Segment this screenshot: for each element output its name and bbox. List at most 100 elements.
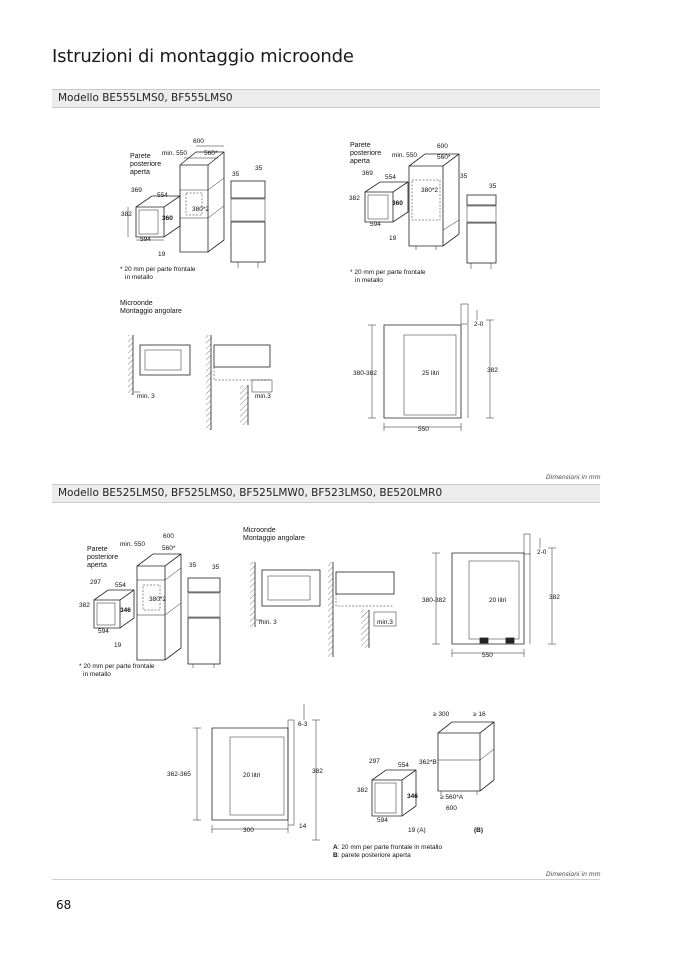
s2-corner-caption-2: Montaggio angolare [243, 535, 305, 542]
s1-side-vol: 25 litri [422, 370, 439, 377]
s2-legend-a-key: A [333, 844, 338, 851]
s1-side-h380: 380-382 [353, 370, 377, 377]
s1a-dim-19: 19 [158, 251, 166, 258]
s1b-dim-594: 594 [370, 221, 381, 228]
s2a-dim-600: 600 [163, 533, 174, 540]
s1a-parete-1: Parete [130, 153, 151, 160]
s2-cab-600: 600 [446, 805, 457, 812]
s2-corner-diagram: Microonde Montaggio angolare min. 3 min.… [243, 527, 397, 657]
s1a-dim-35b: 35 [255, 165, 263, 172]
s2-legend-b: B: parete posteriore aperta [333, 852, 411, 859]
s2-corner-min3a: min. 3 [259, 619, 277, 626]
s1b-note-1: * 20 mm per parte frontale [350, 269, 426, 276]
s2a-dim-382: 382 [79, 602, 90, 609]
s1-corner-caption-2: Montaggio angolare [120, 308, 182, 315]
section-heading-1: Modello BE555LMS0, BF555LMS0 [58, 92, 233, 104]
s1a-dim-35a: 35 [232, 171, 240, 178]
s2-side2-d63: 6-3 [298, 721, 308, 728]
s2-side2-vol: 20 litri [243, 772, 260, 779]
units-note-1: Dimensioni in mm [546, 474, 601, 481]
s2-cab-19: 19 (A) [408, 827, 426, 834]
s1-corner-diagram: Microonde Montaggio angolare min. 3 min.… [120, 300, 273, 430]
page-number: 68 [56, 898, 72, 912]
s2-side2-w300: 300 [243, 827, 254, 834]
s2a-parete-2: posteriore [87, 554, 118, 561]
s1b-dim-560: 560* [437, 154, 451, 161]
s1b-parete-2: posteriore [350, 150, 381, 157]
s1a-parete-3: aperta [130, 169, 150, 176]
s2-corner-min3b: min.3 [377, 619, 393, 626]
s2-cab-560: ≥ 560*A [440, 794, 464, 801]
s2a-dim-19: 19 [114, 642, 122, 649]
s1-side-d20: 2-0 [474, 321, 484, 328]
s2a-dim-346: 346 [120, 607, 131, 614]
s1a-dim-min550: min. 550 [162, 150, 187, 157]
s1-side-h382: 382 [487, 367, 498, 374]
s1-corner-min3a: min. 3 [137, 393, 155, 400]
s2-cab-554: 554 [398, 762, 409, 769]
section-header-2: Modello BE525LMS0, BF525LMS0, BF525LMW0,… [52, 484, 600, 503]
s1b-dim-380: 380*2 [421, 187, 438, 194]
s2-side2-d14: 14 [299, 823, 307, 830]
s2a-parete-1: Parete [87, 546, 108, 553]
s2a-dim-380: 380*2 [149, 596, 166, 603]
s2-cab-297: 297 [369, 758, 380, 765]
s1b-dim-600: 600 [437, 143, 448, 150]
s2a-note-1: * 20 mm per parte frontale [79, 663, 155, 670]
page-title: Istruzioni di montaggio microonde [52, 46, 354, 67]
s2-cabinet-diagram: ≥ 300 ≥ 16 297 554 362*B 382 346 ≥ 560*A… [333, 711, 495, 859]
s1-corner-min3b: min.3 [255, 393, 271, 400]
s1b-parete-1: Parete [350, 142, 371, 149]
s2-corner-caption-1: Microonde [243, 527, 276, 534]
s1-side-w550: 550 [418, 426, 429, 433]
s1b-note-2: in metallo [355, 277, 383, 284]
s2-side2-h362: 362-365 [167, 771, 191, 778]
s1b-dim-35a: 35 [460, 173, 468, 180]
s2a-dim-35b: 35 [212, 564, 220, 571]
s1a-dim-594: 594 [140, 236, 151, 243]
s2a-dim-35a: 35 [189, 562, 197, 569]
s2-cab-label-b: (B) [474, 827, 483, 834]
s1-install-diagram-b: Parete posteriore aperta 600 min. 550 56… [349, 142, 497, 284]
s2-legend-a: A: 20 mm per parte frontale in metallo [333, 844, 442, 851]
s2-cab-362: 362*B [419, 759, 437, 766]
s1b-dim-360: 360 [392, 200, 403, 207]
s1b-dim-35b: 35 [489, 183, 497, 190]
s1b-dim-369: 369 [362, 170, 373, 177]
s2-side-diagram: 2-0 380-382 20 litri 382 550 [422, 533, 560, 659]
s2-side-vol: 20 litri [489, 597, 506, 604]
s2-cab-ge16: ≥ 16 [473, 711, 486, 718]
s1a-dim-554: 554 [157, 192, 168, 199]
s1a-dim-382: 382 [121, 211, 132, 218]
s2-side2-diagram: 6-3 362-365 20 litri 382 300 14 [167, 704, 323, 841]
s1a-dim-360: 360 [162, 215, 173, 222]
s2a-dim-594: 594 [98, 628, 109, 635]
s2-side-w550: 550 [482, 652, 493, 659]
s2-side-d20: 2-0 [537, 549, 547, 556]
section-heading-2: Modello BE525LMS0, BF525LMS0, BF525LMW0,… [58, 487, 443, 499]
section-header-1: Modello BE555LMS0, BF555LMS0 [52, 89, 600, 108]
footer-rule [52, 879, 600, 880]
s2a-note-2: in metallo [83, 671, 111, 678]
units-note-2: Dimensioni in mm [546, 871, 601, 878]
s1b-dim-554: 554 [385, 174, 396, 181]
s2-legend-a-text: : 20 mm per parte frontale in metallo [338, 844, 443, 851]
s1b-dim-382: 382 [349, 195, 360, 202]
s1b-parete-3: aperta [350, 158, 370, 165]
s2a-dim-554: 554 [115, 582, 126, 589]
s1a-dim-380: 380*2 [192, 206, 209, 213]
s2a-dim-560: 560* [162, 545, 176, 552]
s1a-dim-560: 560* [204, 150, 218, 157]
s1-side-diagram: 2-0 380-382 25 litri 382 550 [353, 303, 498, 433]
s2-cab-ge300: ≥ 300 [433, 711, 450, 718]
s1b-dim-min550: min. 550 [392, 152, 417, 159]
s2-cab-382: 382 [357, 787, 368, 794]
s2a-dim-297: 297 [90, 579, 101, 586]
s1a-note-2: in metallo [125, 274, 153, 281]
s2-install-diagram-a: Parete posteriore aperta 600 min. 550 56… [79, 533, 221, 678]
s1a-dim-600: 600 [193, 138, 204, 145]
s1a-parete-2: posteriore [130, 161, 161, 168]
s2a-parete-3: aperta [87, 562, 107, 569]
s2-side-h382: 382 [549, 594, 560, 601]
s2a-dim-min550: min. 550 [120, 541, 145, 548]
